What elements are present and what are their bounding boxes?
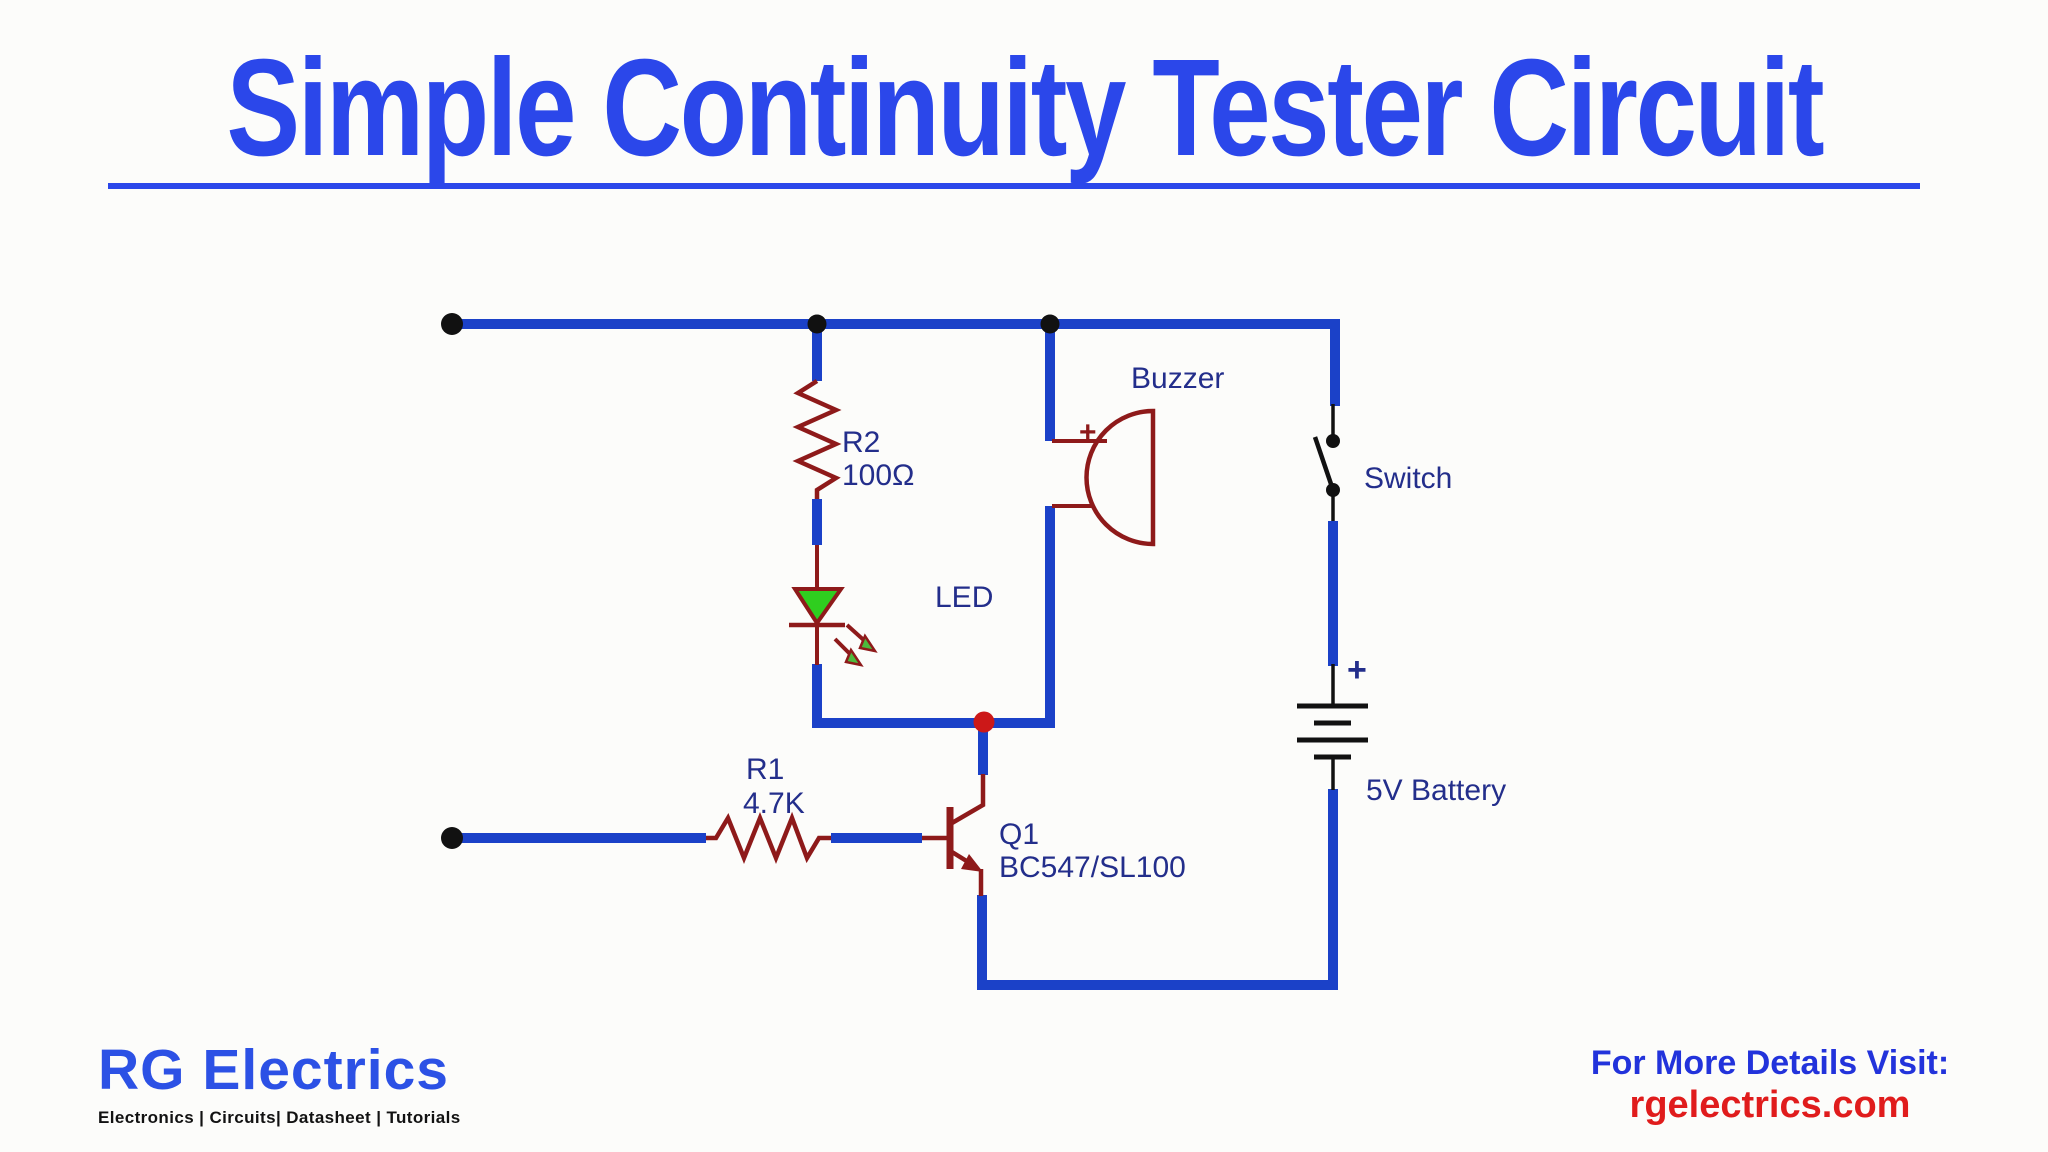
junction-dot-r2 [807, 314, 827, 334]
switch-contact-dot-bottom [1326, 483, 1340, 497]
r1-ref-label: R1 [746, 753, 785, 786]
led-arrow-2-head [844, 647, 864, 667]
switch-contact-dot-top [1326, 434, 1340, 448]
title-underline [108, 183, 1920, 189]
junction-dot-collector [973, 711, 995, 733]
switch-label: Switch [1364, 462, 1453, 495]
top-rail-wire [452, 319, 1340, 406]
r1-resistor-zigzag [706, 811, 831, 865]
buzzer-body [1084, 408, 1156, 547]
junction-dot-buzzer [1040, 314, 1060, 334]
probe-terminal-dot-bottom [441, 827, 463, 849]
page-title: Simple Continuity Tester Circuit [226, 31, 1824, 185]
footer-details-block: For More Details Visit: rgelectrics.com [1535, 1044, 2005, 1129]
footer-url-text: rgelectrics.com [1629, 1084, 1911, 1127]
led-emission-arrows [833, 623, 878, 667]
transistor-q1-symbol [922, 774, 986, 896]
battery-label: 5V Battery [1366, 774, 1507, 807]
led-buzzer-bottom-wire [812, 506, 1055, 728]
buzzer-label: Buzzer [1131, 362, 1225, 395]
q1-collector-lead [950, 774, 986, 825]
switch-lever [1312, 436, 1334, 485]
r2-ref-label: R2 [842, 426, 881, 459]
probe-terminal-dot-top [441, 313, 463, 335]
q1-emitter-arrowhead [961, 854, 983, 872]
led-triangle [791, 587, 845, 627]
q1-part-label: BC547/SL100 [999, 851, 1186, 884]
brand-logo-block: RG Electrics Electronics | Circuits| Dat… [98, 1042, 518, 1128]
q1-ref-label: Q1 [999, 818, 1040, 851]
battery-plus-sign: + [1347, 651, 1367, 689]
r1-value-label: 4.7K [743, 787, 805, 820]
led-arrow-1-head [858, 633, 878, 653]
r2-resistor-zigzag [792, 379, 842, 499]
r2-value-label: 100Ω [842, 459, 915, 492]
brand-logo: RG Electrics [98, 1038, 449, 1102]
led-label: LED [935, 581, 994, 614]
brand-tagline: Electronics | Circuits| Datasheet | Tuto… [98, 1108, 461, 1127]
page-header: Simple Continuity Tester Circuit [0, 36, 2048, 181]
buzzer-plus-sign: + [1079, 416, 1097, 449]
emitter-battery-bottom-wire [977, 789, 1338, 990]
footer-visit-text: For More Details Visit: [1590, 1044, 1950, 1082]
